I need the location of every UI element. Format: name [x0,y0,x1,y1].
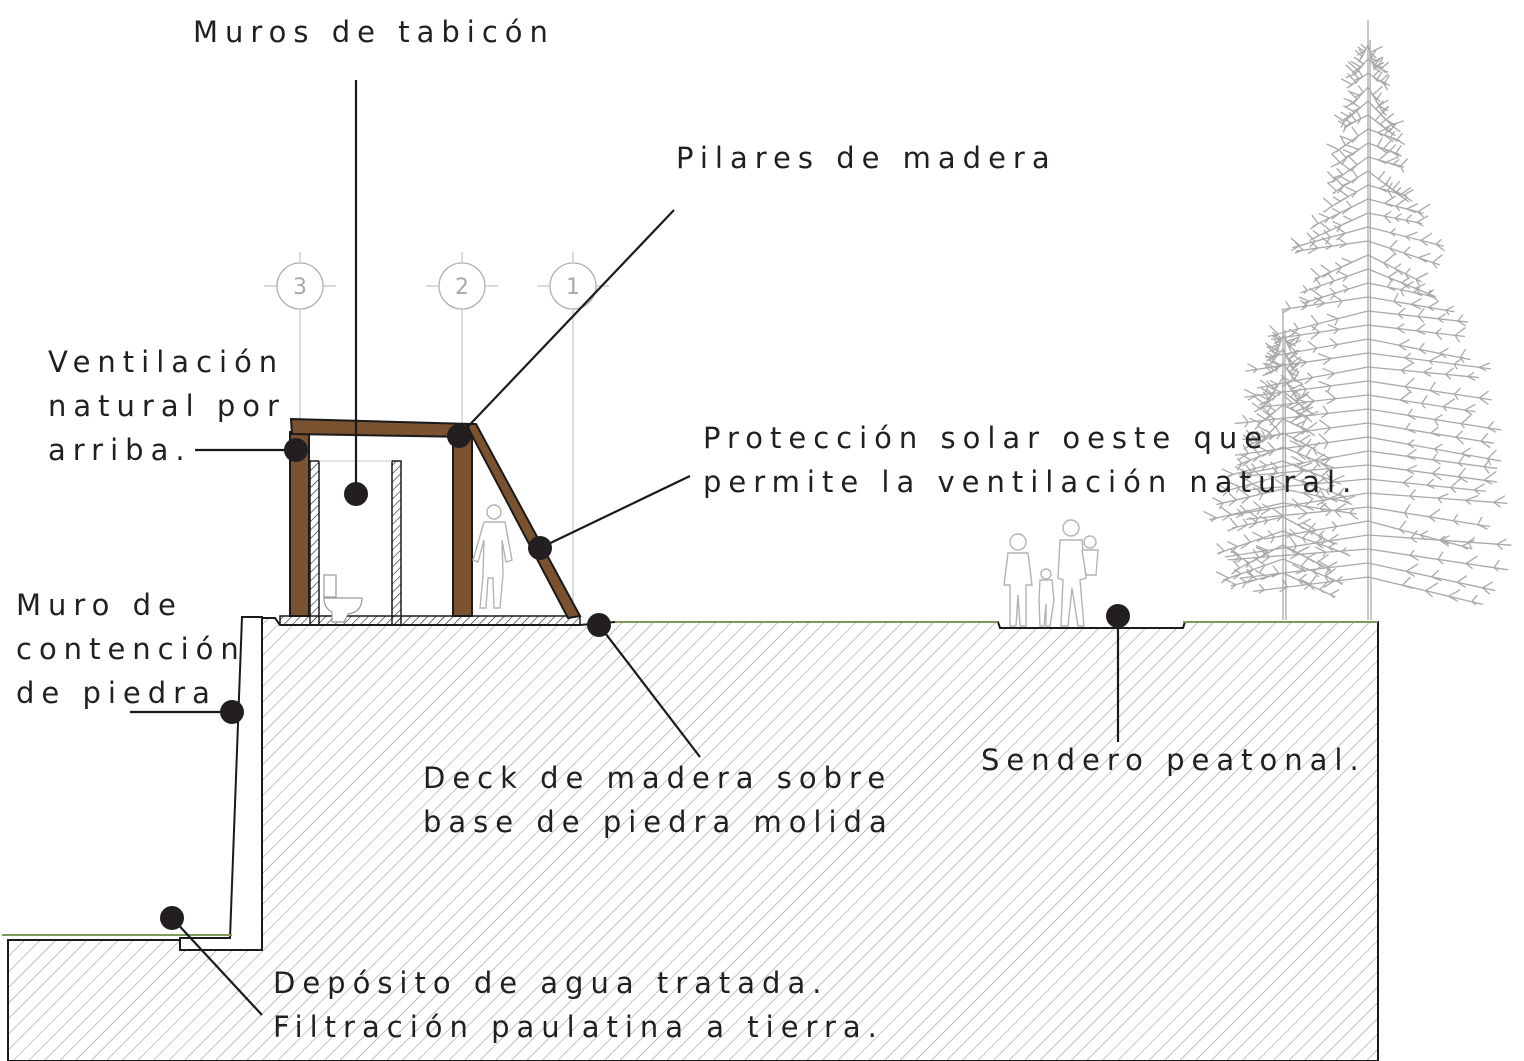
marker-dot-muros [344,482,368,506]
marker-dot-proteccion [528,536,552,560]
leader-muro-contencion [130,700,244,724]
marker-dot-muro-contencion [220,700,244,724]
label-ventilacion-line-1: Ventilación [48,345,284,379]
grid-axes: 3 2 1 [264,252,609,605]
label-proteccion-line-1: Protección solar oeste que [703,421,1269,455]
grid-number-2: 2 [455,275,469,300]
marker-dot-sendero [1106,604,1130,628]
label-pilares-madera: Pilares de madera [676,141,1057,175]
toilet-icon [323,574,363,623]
small-tree [1203,310,1359,621]
partition-wall-left [309,460,320,626]
label-ventilacion-line-3: arriba. [48,433,192,467]
label-muro-contencion-line-3: de piedra [16,676,217,710]
grid-number-3: 3 [293,275,307,300]
tall-tree [1224,20,1512,621]
grass-right [2,621,1378,936]
partition-wall-right [391,460,402,626]
wood-roof-beam [289,417,471,439]
label-ventilacion-line-2: natural por [48,389,286,423]
label-deposito-line-2: Filtración paulatina a tierra. [273,1010,884,1044]
leader-ventilacion [195,438,308,462]
leader-proteccion [528,475,691,560]
grid-number-1: 1 [566,275,580,300]
grid-bubble-2 [438,262,486,310]
label-muro-contencion-line-2: contención [16,632,246,666]
leader-sendero [1106,604,1130,742]
marker-dot-pilares [447,424,471,448]
family-figures [1003,519,1099,627]
label-deposito-line-1: Depósito de agua tratada. [273,966,828,1000]
leader-deck [587,613,701,758]
label-deck-line-1: Deck de madera sobre [423,761,892,795]
label-sendero: Sendero peatonal. [981,743,1366,777]
leader-deposito [160,906,263,1016]
retaining-wall [179,616,263,951]
marker-dot-deposito [160,906,184,930]
person-figure [472,504,513,609]
wood-pillar-center [452,429,473,617]
leader-muros [344,80,368,506]
label-deck-line-2: base de piedra molida [423,805,894,839]
marker-dot-deck [587,613,611,637]
label-muros-tabicon: Muros de tabicón [193,15,555,49]
label-proteccion-line-2: permite la ventilación natural. [703,465,1358,499]
marker-dot-ventilacion [284,438,308,462]
grid-bubble-3 [276,262,324,310]
leader-pilares [447,209,675,448]
label-muro-contencion-line-1: Muro de [16,588,183,622]
grid-bubble-1 [549,262,597,310]
wood-deck [279,615,581,626]
